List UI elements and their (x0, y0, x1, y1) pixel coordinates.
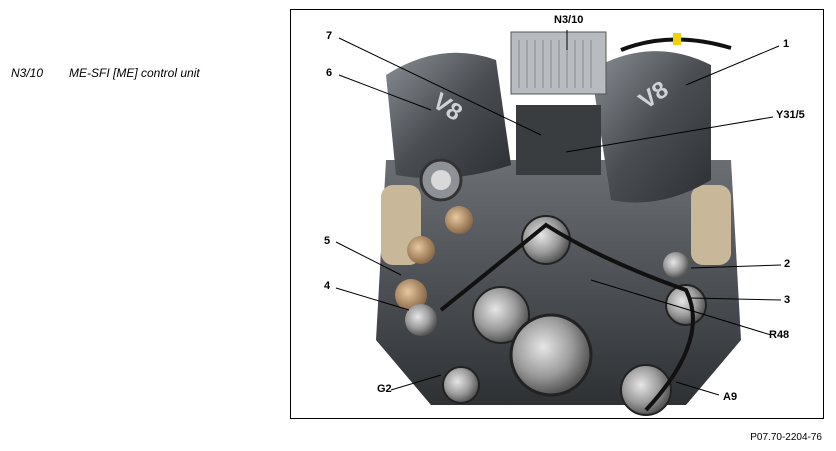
callout-r48: R48 (769, 329, 790, 341)
callout-6: 6 (326, 67, 333, 79)
camshaft-solenoid-left (407, 236, 435, 264)
legend-row: N3/10 ME-SFI [ME] control unit (11, 66, 200, 80)
callout-3: 3 (784, 294, 791, 306)
tensioner-pulley (472, 286, 530, 344)
sensor-left (395, 279, 427, 311)
right-engine-cover (591, 51, 711, 203)
callout-5: 5 (324, 235, 331, 247)
callout-g2: G2 (377, 383, 392, 395)
callout-n3-10: N3/10 (554, 14, 584, 26)
callout-1: 1 (783, 38, 790, 50)
callout-2: 2 (784, 258, 791, 270)
callout-a9: A9 (723, 391, 738, 403)
left-engine-cover (386, 52, 511, 179)
crankshaft-pulley (509, 313, 593, 397)
callout-7: 7 (326, 30, 333, 42)
intake-center (516, 105, 601, 175)
drive-belt (439, 222, 695, 412)
callout-4: 4 (324, 280, 331, 292)
legend-code: N3/10 (11, 66, 44, 80)
engine-illustration: V8 V8 (335, 30, 782, 416)
camshaft-solenoid-left-2 (445, 206, 473, 234)
refrigerant-compressor (620, 364, 672, 416)
legend-description: ME-SFI [ME] control unit (69, 66, 200, 80)
tensioner-left (405, 304, 437, 336)
idler-pulley (665, 284, 707, 326)
document-reference: P07.70-2204-76 (750, 432, 822, 443)
engine-figure: V8 V8 (290, 9, 824, 419)
alternator-pulley (442, 366, 480, 404)
callout-y31-5: Y31/5 (776, 109, 805, 121)
right-manifold (691, 185, 731, 265)
sensor-right (663, 252, 689, 278)
